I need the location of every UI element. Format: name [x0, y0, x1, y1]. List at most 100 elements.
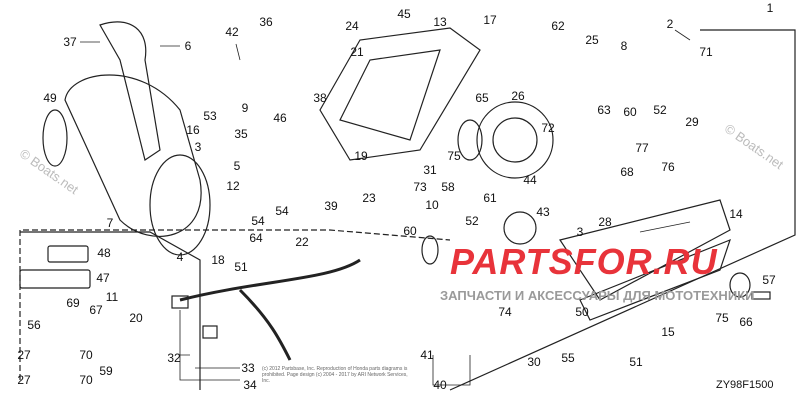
callout-38[interactable]: 38	[313, 91, 327, 105]
callout-53[interactable]: 53	[203, 109, 217, 123]
callout-59[interactable]: 59	[99, 364, 113, 378]
callout-34[interactable]: 34	[243, 378, 257, 392]
callout-73[interactable]: 73	[413, 180, 427, 194]
leader-lines	[80, 29, 691, 386]
callout-29[interactable]: 29	[685, 115, 699, 129]
callout-5[interactable]: 5	[233, 159, 241, 173]
callout-3[interactable]: 3	[194, 140, 202, 154]
trim-switch	[421, 235, 439, 265]
callout-75[interactable]: 75	[447, 149, 461, 163]
callout-66[interactable]: 66	[739, 315, 753, 329]
callout-2[interactable]: 2	[666, 17, 674, 31]
callout-23[interactable]: 23	[362, 191, 376, 205]
callout-62[interactable]: 62	[551, 19, 565, 33]
callout-40[interactable]: 40	[433, 378, 447, 392]
callout-18[interactable]: 18	[211, 253, 225, 267]
callout-48[interactable]: 48	[97, 246, 111, 260]
grip-part	[99, 21, 161, 161]
callout-17[interactable]: 17	[483, 13, 497, 27]
callout-71[interactable]: 71	[699, 45, 713, 59]
callout-45[interactable]: 45	[397, 7, 411, 21]
callout-70[interactable]: 70	[79, 373, 93, 387]
collar-75	[729, 272, 751, 298]
callout-10[interactable]: 10	[425, 198, 439, 212]
callout-20[interactable]: 20	[129, 311, 143, 325]
callout-51[interactable]: 51	[234, 260, 248, 274]
callout-50[interactable]: 50	[575, 305, 589, 319]
callout-57[interactable]: 57	[762, 273, 776, 287]
plate-part	[559, 199, 731, 301]
callout-47[interactable]: 47	[96, 271, 110, 285]
connector	[171, 295, 189, 309]
callout-37[interactable]: 37	[63, 35, 77, 49]
callout-19[interactable]: 19	[354, 149, 368, 163]
watermark-text: ЗАПЧАСТИ И АКСЕССУАРЫ ДЛЯ МОТОТЕХНИКИ	[440, 288, 755, 303]
callout-69[interactable]: 69	[66, 296, 80, 310]
callout-75[interactable]: 75	[715, 311, 729, 325]
callout-25[interactable]: 25	[585, 33, 599, 47]
callout-68[interactable]: 68	[620, 165, 634, 179]
callout-26[interactable]: 26	[511, 89, 525, 103]
callout-6[interactable]: 6	[184, 39, 192, 53]
callout-64[interactable]: 64	[249, 231, 263, 245]
callout-58[interactable]: 58	[441, 180, 455, 194]
frame-outline-right	[449, 29, 796, 391]
callout-11[interactable]: 11	[105, 290, 119, 304]
callout-31[interactable]: 31	[423, 163, 437, 177]
callout-54[interactable]: 54	[275, 204, 289, 218]
callout-13[interactable]: 13	[433, 15, 447, 29]
callout-16[interactable]: 16	[186, 123, 200, 137]
callout-56[interactable]: 56	[27, 318, 41, 332]
callout-14[interactable]: 14	[729, 207, 743, 221]
callout-9[interactable]: 9	[241, 101, 249, 115]
callout-65[interactable]: 65	[475, 91, 489, 105]
callout-28[interactable]: 28	[598, 215, 612, 229]
callout-7[interactable]: 7	[106, 216, 114, 230]
callout-41[interactable]: 41	[420, 348, 434, 362]
label-47	[19, 269, 91, 289]
callout-15[interactable]: 15	[661, 325, 675, 339]
callout-12[interactable]: 12	[226, 179, 240, 193]
callout-77[interactable]: 77	[635, 141, 649, 155]
callout-70[interactable]: 70	[79, 348, 93, 362]
callout-3[interactable]: 3	[576, 225, 584, 239]
callout-54[interactable]: 54	[251, 214, 265, 228]
callout-46[interactable]: 46	[273, 111, 287, 125]
callout-36[interactable]: 36	[259, 15, 273, 29]
callout-43[interactable]: 43	[536, 205, 550, 219]
callout-1[interactable]: 1	[766, 1, 774, 15]
callout-72[interactable]: 72	[541, 121, 555, 135]
callout-27[interactable]: 27	[17, 373, 31, 387]
callout-52[interactable]: 52	[465, 214, 479, 228]
oring-part	[42, 109, 68, 167]
callout-51[interactable]: 51	[629, 355, 643, 369]
callout-52[interactable]: 52	[653, 103, 667, 117]
callout-60[interactable]: 60	[623, 105, 637, 119]
plate-lower	[579, 238, 731, 321]
callout-8[interactable]: 8	[620, 39, 628, 53]
callout-61[interactable]: 61	[483, 191, 497, 205]
housing-part	[319, 27, 481, 161]
callout-55[interactable]: 55	[561, 351, 575, 365]
copyright-text: (c) 2012 Partsbase, Inc. Reproduction of…	[262, 366, 408, 384]
callout-74[interactable]: 74	[498, 305, 512, 319]
callout-49[interactable]: 49	[43, 91, 57, 105]
callout-30[interactable]: 30	[527, 355, 541, 369]
callout-60[interactable]: 60	[403, 224, 417, 238]
callout-44[interactable]: 44	[523, 173, 537, 187]
callout-76[interactable]: 76	[661, 160, 675, 174]
callout-42[interactable]: 42	[225, 25, 239, 39]
callout-35[interactable]: 35	[234, 127, 248, 141]
callout-67[interactable]: 67	[89, 303, 103, 317]
accessory-box	[20, 231, 201, 390]
callout-63[interactable]: 63	[597, 103, 611, 117]
callout-32[interactable]: 32	[167, 351, 181, 365]
callout-22[interactable]: 22	[295, 235, 309, 249]
callout-24[interactable]: 24	[345, 19, 359, 33]
callout-21[interactable]: 21	[350, 45, 364, 59]
callout-33[interactable]: 33	[241, 361, 255, 375]
callout-27[interactable]: 27	[17, 348, 31, 362]
callout-4[interactable]: 4	[176, 250, 184, 264]
callout-39[interactable]: 39	[324, 199, 338, 213]
